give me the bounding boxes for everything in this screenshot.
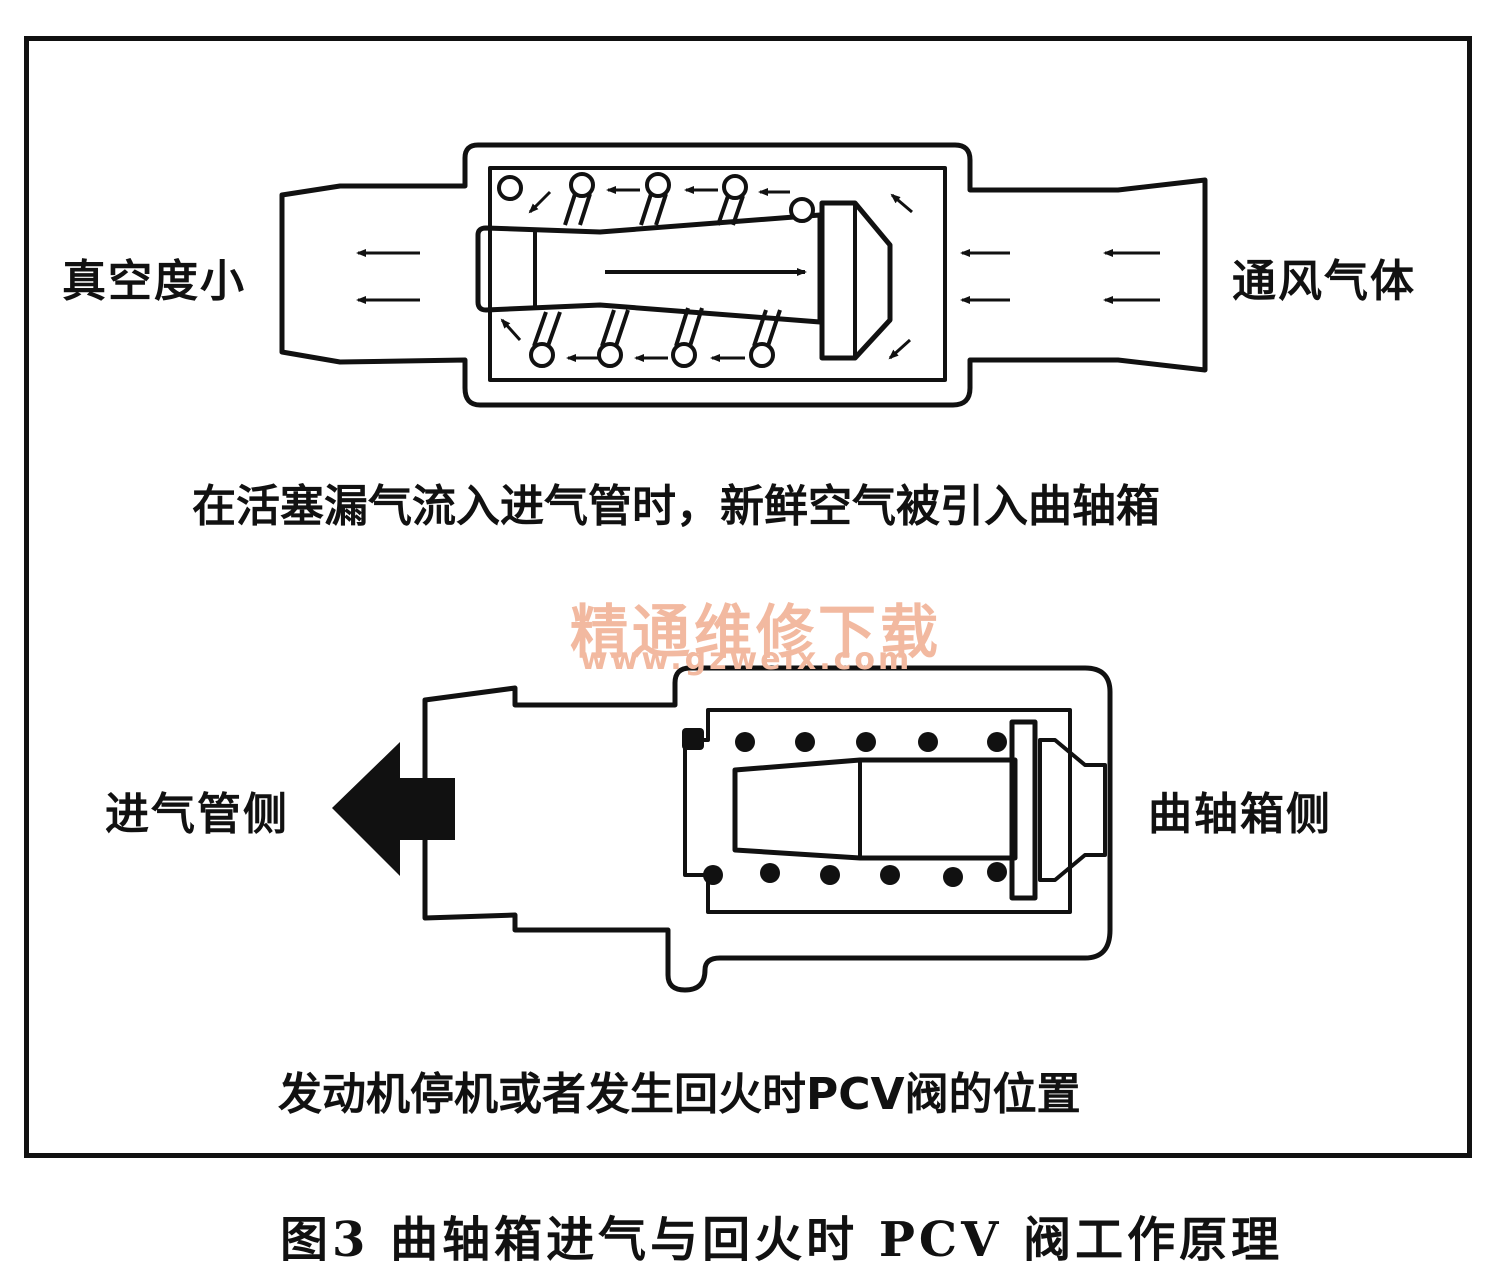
top-spring xyxy=(497,172,815,368)
diagram-frame xyxy=(24,36,1472,1158)
top-left-label: 真空度小 xyxy=(62,256,246,307)
bottom-spring xyxy=(682,728,1007,887)
bottom-valve-body xyxy=(422,665,1113,993)
top-valve-body xyxy=(279,142,1208,408)
bottom-left-label: 进气管侧 xyxy=(105,789,289,840)
figure-caption: 图3 曲轴箱进气与回火时 PCV 阀工作原理 xyxy=(280,1212,1284,1268)
bottom-caption: 发动机停机或者发生回火时PCV阀的位置 xyxy=(278,1069,1081,1120)
top-caption: 在活塞漏气流入进气管时，新鲜空气被引入曲轴箱 xyxy=(192,481,1160,532)
top-flow-arrows xyxy=(356,186,1160,362)
watermark-url: www.gzweix.com xyxy=(580,642,913,677)
bottom-right-label: 曲轴箱侧 xyxy=(1148,789,1332,840)
watermark-text: 精通维修下载 xyxy=(570,598,943,666)
top-right-label: 通风气体 xyxy=(1232,256,1416,307)
intake-arrow xyxy=(332,742,455,876)
